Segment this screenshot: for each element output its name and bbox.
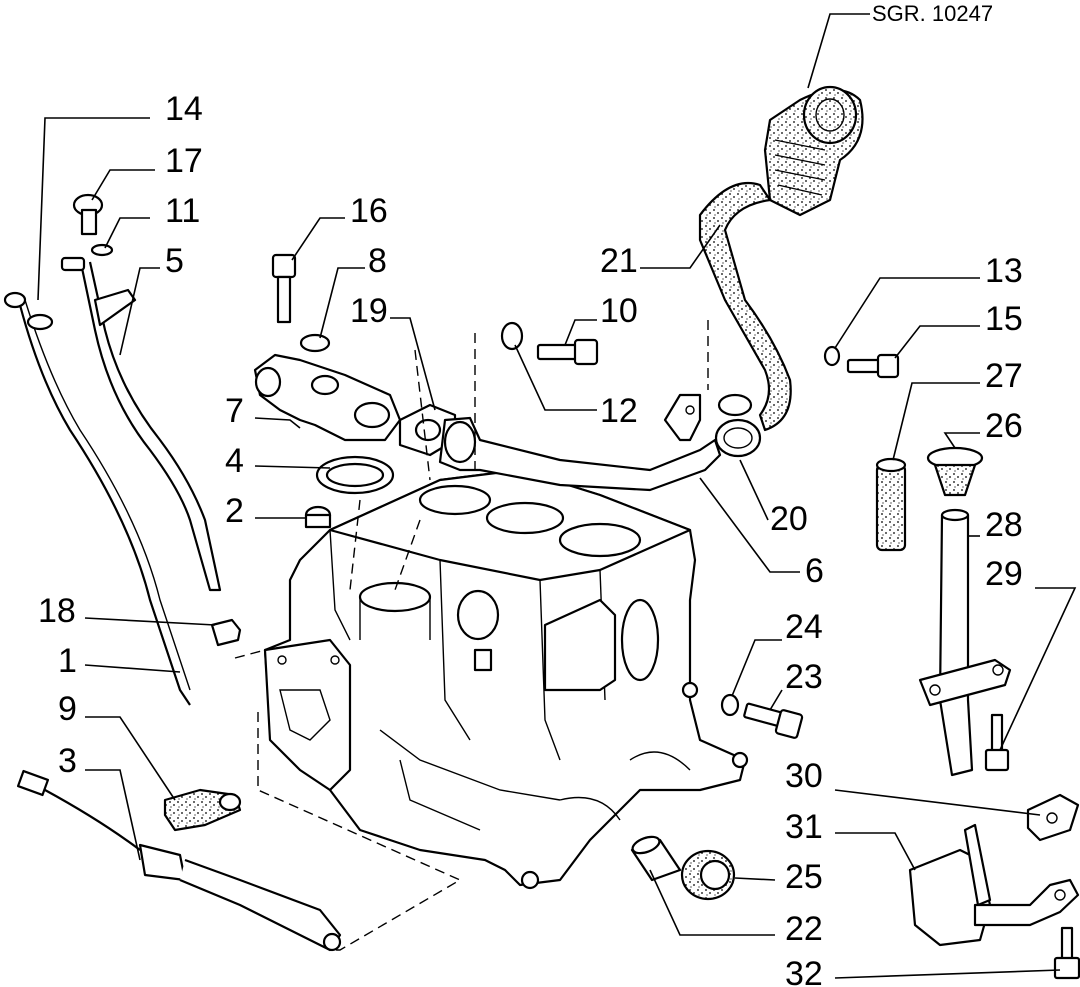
part-32-bolt	[1053, 926, 1080, 980]
part-24-washer	[720, 693, 740, 717]
part-31-oil-pickup	[908, 823, 1080, 947]
callout-31: 31	[785, 808, 823, 846]
part-17-bolt	[72, 193, 104, 236]
part-2-plug	[304, 505, 332, 529]
callout-12: 12	[600, 392, 638, 430]
callout-20: 20	[770, 500, 808, 538]
part-22-bushing	[630, 835, 682, 882]
leader-lines	[37, 13, 1077, 979]
part-11-washer	[90, 243, 114, 257]
callout-9: 9	[58, 690, 77, 728]
callout-22: 22	[785, 910, 823, 948]
callout-24: 24	[785, 608, 823, 646]
engine-block	[263, 468, 749, 890]
oil-pan-outline	[257, 712, 462, 951]
callout-32: 32	[785, 955, 823, 987]
callout-19: 19	[350, 292, 388, 330]
part-8-washer	[299, 333, 331, 353]
callout-28: 28	[985, 506, 1023, 544]
part-13-washer	[823, 345, 841, 367]
callout-5: 5	[165, 242, 184, 280]
callout-10: 10	[600, 292, 638, 330]
callout-16: 16	[350, 192, 388, 230]
callout-25: 25	[785, 858, 823, 896]
callout-29: 29	[985, 555, 1023, 593]
part-23-bolt	[743, 702, 804, 739]
callout-21: 21	[600, 242, 638, 280]
drawing-reference: SGR. 10247	[872, 1, 993, 26]
callout-14: 14	[165, 90, 203, 128]
callout-30: 30	[785, 757, 823, 795]
part-12-washer	[500, 321, 524, 351]
part-3-sensor-cable	[16, 769, 342, 952]
part-21-breather-hose	[698, 85, 864, 432]
part-27-sleeve	[875, 457, 907, 552]
part-16-bolt	[271, 253, 297, 324]
callout-3: 3	[58, 742, 77, 780]
callout-4: 4	[225, 442, 244, 480]
part-5-dipstick-tube	[60, 256, 222, 592]
part-20-hose-clamp	[714, 393, 762, 458]
alignment-line-left	[234, 649, 266, 659]
part-9-sensor-bracket	[163, 788, 242, 832]
callout-27: 27	[985, 357, 1023, 395]
callout-8: 8	[368, 242, 387, 280]
part-7-thermostat-housing	[253, 353, 402, 442]
part-18-seal	[210, 618, 242, 647]
part-28-tube	[918, 508, 1012, 777]
callout-7: 7	[225, 392, 244, 430]
callout-2: 2	[225, 492, 244, 530]
callout-15: 15	[985, 300, 1023, 338]
part-10-bolt	[536, 338, 599, 366]
part-6-water-pipe	[438, 393, 722, 492]
callout-17: 17	[165, 142, 203, 180]
callout-18: 18	[38, 592, 76, 630]
callout-6: 6	[805, 552, 824, 590]
part-15-bolt	[846, 353, 900, 379]
part-29-bolt	[984, 713, 1010, 772]
part-25-grommet	[680, 849, 736, 901]
callout-11: 11	[165, 192, 200, 230]
callout-26: 26	[985, 407, 1023, 445]
callout-23: 23	[785, 658, 823, 696]
part-4-o-ring	[315, 455, 395, 495]
part-14-ground-cable	[3, 291, 191, 706]
part-30-gasket	[1026, 793, 1080, 842]
callout-1: 1	[58, 642, 77, 680]
callout-13: 13	[985, 252, 1023, 290]
part-26-cap	[926, 446, 984, 497]
